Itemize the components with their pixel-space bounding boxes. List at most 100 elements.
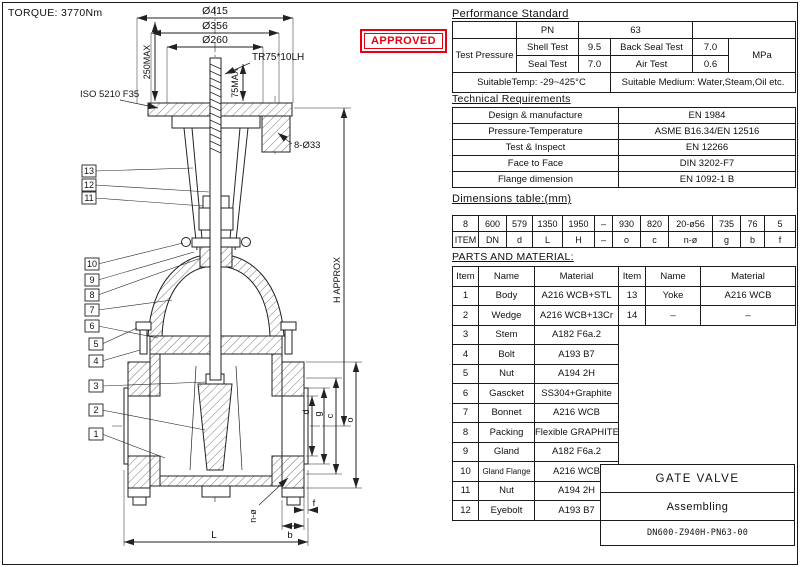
dimensions-table: 8 600 579 1350 1950 – 930 820 20-ø56 735… <box>452 215 796 248</box>
seal-test-label: Seal Test <box>516 55 579 73</box>
dim-l-label: L <box>211 530 217 541</box>
max-75-dim: 75MAX <box>230 64 247 101</box>
iso-flange-callout: ISO 5210 F35 <box>80 89 159 110</box>
part-item: 7 <box>452 402 479 423</box>
pn-label: PN <box>516 21 579 39</box>
part-material: – <box>700 305 796 326</box>
performance-title: Performance Standard <box>452 8 569 20</box>
part-item: 13 <box>618 285 646 306</box>
title-block-drawing-no: DN600-Z940H-PN63-00 <box>600 521 795 546</box>
dia-356-label: Ø356 <box>202 20 228 32</box>
tech-label: Face to Face <box>452 155 619 172</box>
part-material: A216 WCB+STL <box>534 285 619 306</box>
dim-c-label: c <box>325 413 335 418</box>
approved-stamp: APPROVED <box>360 29 447 53</box>
thread-callout: TR75*10LH <box>224 52 304 75</box>
part-name: Body <box>478 285 535 306</box>
dim-value: 8 <box>452 215 479 232</box>
dim-label: c <box>640 231 669 248</box>
shell-test-label: Shell Test <box>516 38 579 56</box>
dim-b-label: b <box>287 530 292 541</box>
part-name: Nut <box>478 480 535 501</box>
tech-value: DIN 3202-F7 <box>618 155 796 172</box>
part-name: Bonnet <box>478 402 535 423</box>
title-block-product: GATE VALVE <box>600 464 795 493</box>
part-item: 14 <box>618 305 646 326</box>
callout-6: 6 <box>89 321 94 331</box>
title-block: GATE VALVE Assembling DN600-Z940H-PN63-0… <box>600 464 795 546</box>
part-item: 11 <box>452 480 479 501</box>
part-name: Eyebolt <box>478 500 535 521</box>
dim-value: 735 <box>712 215 741 232</box>
dia-415-label: Ø415 <box>202 5 228 17</box>
pressure-unit: MPa <box>728 38 797 73</box>
callout-7: 7 <box>89 305 94 315</box>
callout-8: 8 <box>89 290 94 300</box>
test-pressure-label: Test Pressure <box>452 38 517 73</box>
dim-value: 76 <box>740 215 765 232</box>
part-item: 8 <box>452 422 479 443</box>
callout-9: 9 <box>89 275 94 285</box>
bolt-hole-flange-callout: n-ø <box>248 477 289 523</box>
col-header: Material <box>700 266 796 287</box>
valve-drawing: Ø415 Ø356 Ø260 250MAX 75MAX <box>80 5 362 546</box>
dim-value: 930 <box>612 215 641 232</box>
part-material: A182 F6a.2 <box>534 441 619 462</box>
b-f-dims: b f <box>281 470 318 541</box>
part-name: – <box>645 305 701 326</box>
part-material: A193 B7 <box>534 500 619 521</box>
callout-5: 5 <box>93 339 98 349</box>
part-item: 6 <box>452 383 479 404</box>
tech-label: Flange dimension <box>452 171 619 188</box>
thread-label: TR75*10LH <box>252 52 304 63</box>
torque-note: TORQUE: 3770Nm <box>8 7 103 19</box>
dim-value: 20-ø56 <box>668 215 713 232</box>
top-diameter-dims: Ø415 Ø356 Ø260 <box>136 5 294 103</box>
part-item: 10 <box>452 461 479 482</box>
tech-value: EN 1092-1 B <box>618 171 796 188</box>
dim-label: b <box>740 231 765 248</box>
part-name: Gland Flange <box>478 461 535 482</box>
cell-empty <box>692 21 797 39</box>
callout-11: 11 <box>84 193 93 203</box>
part-material: Flexible GRAPHITE <box>534 422 619 443</box>
performance-table: PN 63 Test Pressure Shell Test 9.5 Back … <box>452 21 797 93</box>
part-material: A216 WCB <box>700 285 796 306</box>
dim-value: 579 <box>506 215 533 232</box>
approved-stamp-text: APPROVED <box>364 33 443 49</box>
suitable-medium: Suitable Medium: Water,Steam,Oil etc. <box>609 72 797 93</box>
dim-value: 1350 <box>532 215 563 232</box>
back-seal-test-label: Back Seal Test <box>609 38 694 56</box>
dim-value: 600 <box>478 215 507 232</box>
part-name: Bolt <box>478 344 535 365</box>
part-name: Yoke <box>645 285 701 306</box>
tech-label: Design & manufacture <box>452 107 619 124</box>
tech-value: EN 12266 <box>618 139 796 156</box>
part-name: Stem <box>478 324 535 345</box>
h-approx-label: H APPROX <box>332 257 342 303</box>
parts-title: PARTS AND MATERIAL: <box>452 251 574 263</box>
max-250-label: 250MAX <box>142 45 152 80</box>
part-item: 1 <box>452 285 479 306</box>
title-block-stage: Assembling <box>600 493 795 521</box>
pipe-flange-right <box>281 361 309 506</box>
dim-value: 820 <box>640 215 669 232</box>
callout-1: 1 <box>93 429 98 439</box>
l-dim: L <box>123 470 309 546</box>
tech-value: EN 1984 <box>618 107 796 124</box>
dim-label: n-ø <box>668 231 713 248</box>
air-test-value: 0.6 <box>692 55 730 73</box>
max-75-label: 75MAX <box>230 68 240 98</box>
dim-value: – <box>594 215 613 232</box>
part-material: A216 WCB <box>534 402 619 423</box>
dim-o-label: o <box>345 417 355 422</box>
part-item: 9 <box>452 441 479 462</box>
dim-n-label: n-ø <box>248 509 258 523</box>
col-header: Item <box>452 266 479 287</box>
air-test-label: Air Test <box>609 55 694 73</box>
max-250-dim: 250MAX <box>142 22 159 101</box>
right-panel: Performance Standard PN 63 Test Pressure… <box>452 0 797 567</box>
